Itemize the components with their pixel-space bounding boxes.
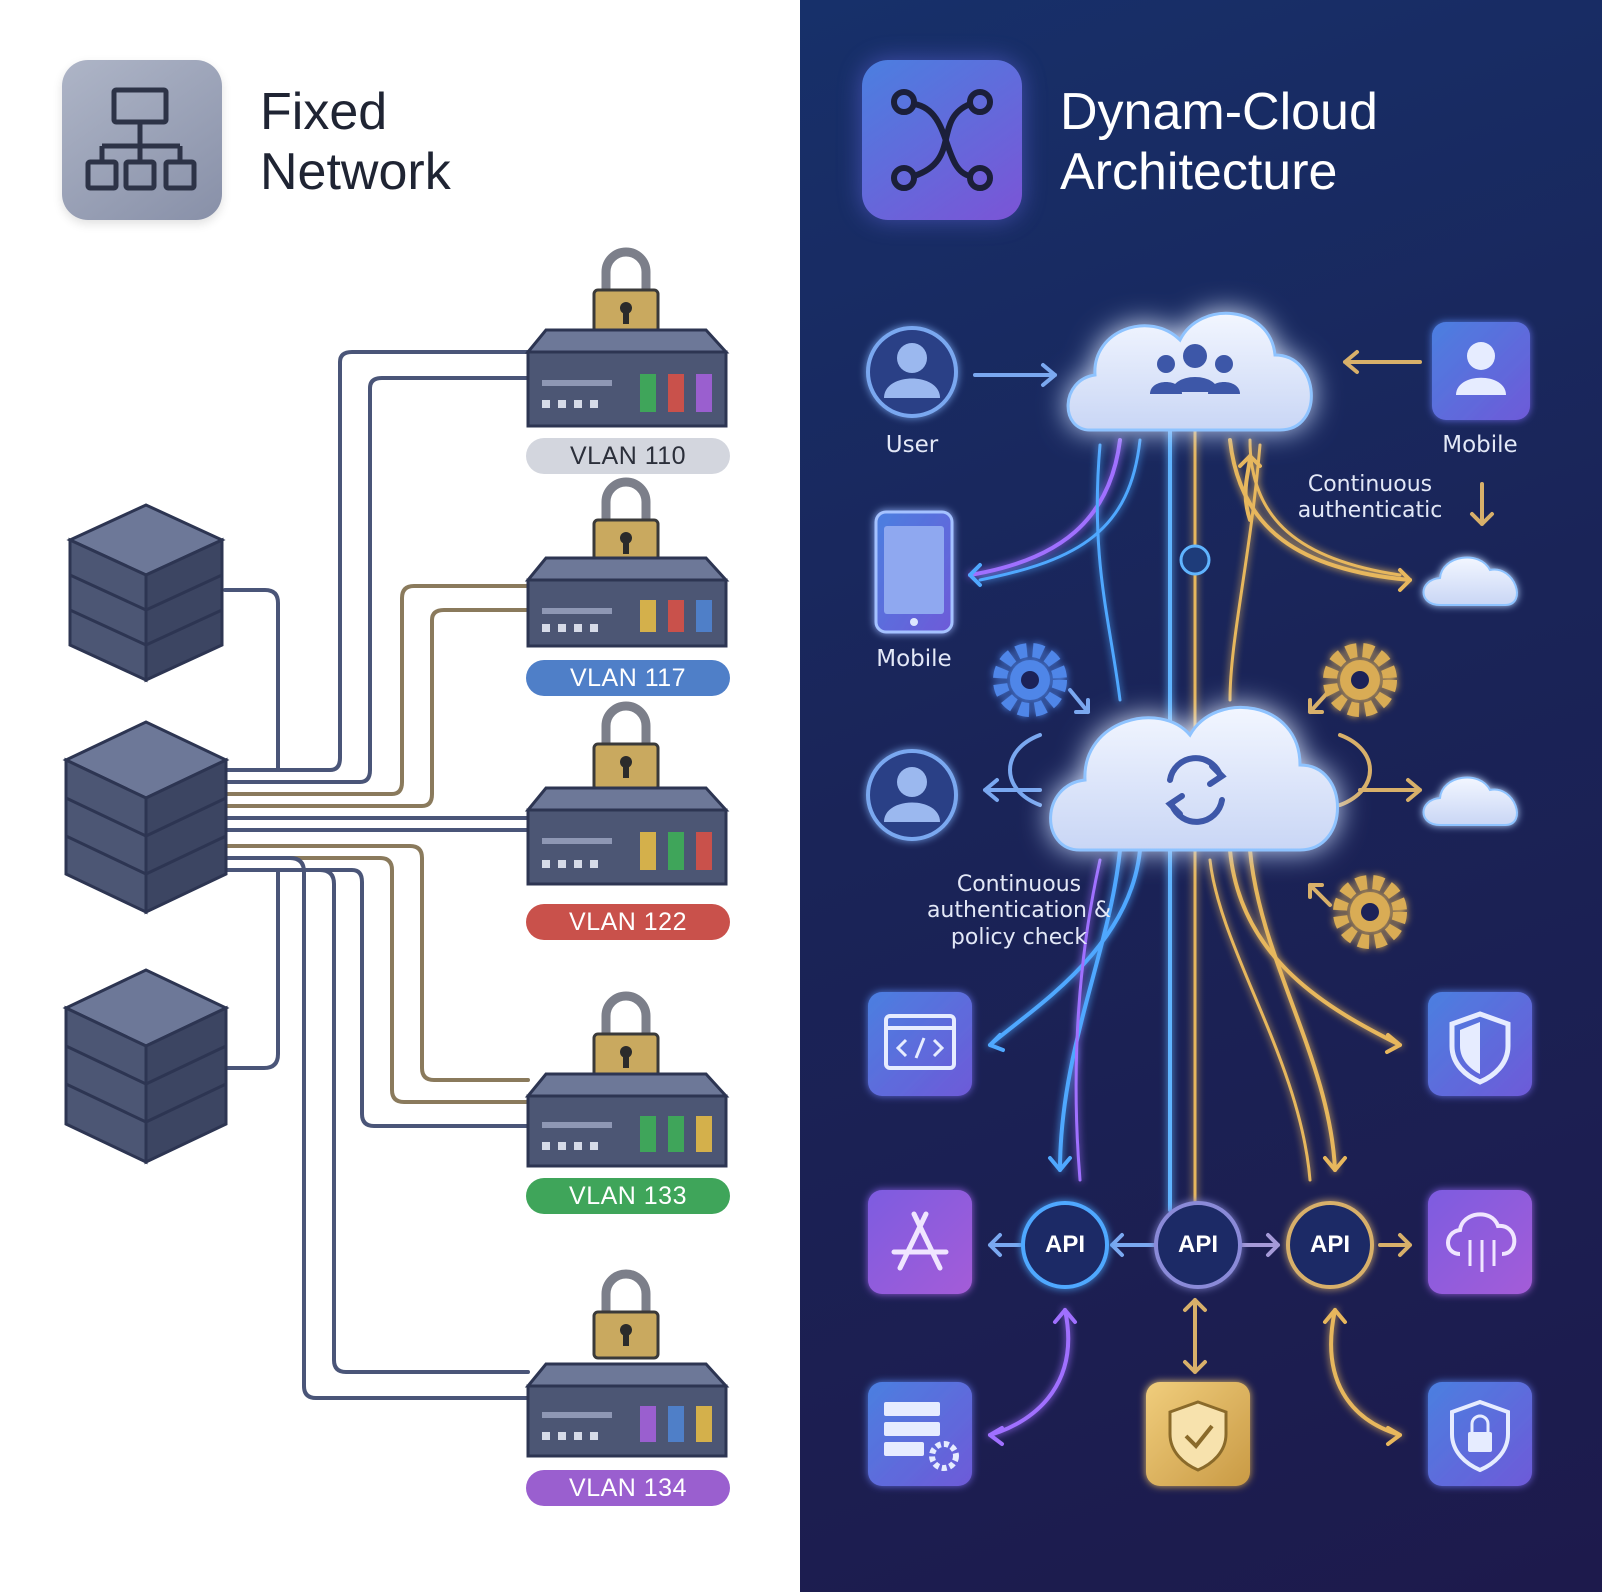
api-node-1: API — [1044, 1231, 1085, 1258]
users-group-icon — [1150, 344, 1240, 394]
fixed-title-line1: Fixed — [260, 83, 388, 141]
dynamic-title-line1: Dynam-Cloud — [1060, 83, 1378, 141]
shield-tile-icon — [1428, 992, 1532, 1096]
mobile-user-tile-icon — [1432, 322, 1530, 420]
api-node-2: API — [1177, 1231, 1218, 1258]
server-stack-3 — [62, 968, 230, 1165]
api-node-3-ring — [1286, 1201, 1374, 1289]
cable-vlan133-b — [223, 856, 530, 1104]
cable-vlan134-b — [223, 868, 530, 1374]
cable-vlan110-b — [223, 376, 530, 784]
code-window-icon — [868, 992, 972, 1096]
security-check-shield-icon — [1146, 1382, 1250, 1486]
server-stack-2 — [62, 720, 230, 915]
cloud-users — [1066, 311, 1313, 432]
switch-vlan133 — [524, 996, 730, 1168]
api-node-3: API — [1309, 1231, 1350, 1258]
cloud-network-icon — [1428, 1190, 1532, 1294]
cable-server3 — [223, 868, 280, 1070]
cable-vlan133-c — [223, 868, 530, 1128]
mobile-phone-icon — [874, 510, 954, 634]
network-hierarchy-icon — [62, 60, 222, 220]
vlan-122-badge: VLAN 122 — [526, 904, 730, 940]
gear-gold-bottom-icon — [1333, 875, 1407, 949]
cable-server1 — [223, 588, 280, 772]
dynamic-title-line2: Architecture — [1060, 143, 1338, 202]
gear-blue-icon — [993, 643, 1067, 717]
fixed-network-diagram — [62, 0, 730, 1458]
continuous-auth-top-label: Continuous authenticatic — [1297, 472, 1443, 524]
api-node-1-ring — [1021, 1201, 1109, 1289]
server-stack-1 — [66, 503, 226, 683]
continuous-auth-policy-label: Continuous authentication & policy check — [926, 872, 1112, 950]
gear-gold-top-icon — [1323, 643, 1397, 717]
app-store-icon — [868, 1190, 972, 1294]
small-cloud-1 — [1422, 556, 1518, 606]
sync-icon — [1165, 755, 1227, 825]
fixed-network-title: Fixed Network — [260, 82, 451, 203]
cable-vlan110-a — [223, 350, 530, 772]
cable-vlan117-b — [223, 608, 530, 808]
switch-vlan110 — [524, 252, 730, 428]
user-avatar-icon — [866, 326, 958, 418]
api-node-2-ring — [1154, 1201, 1242, 1289]
cloud-sync — [1049, 705, 1339, 852]
cable-vlan133-a — [223, 844, 530, 1082]
server-settings-icon — [868, 1382, 972, 1486]
switch-vlan117 — [524, 482, 730, 648]
small-cloud-2 — [1422, 776, 1518, 826]
mobile-top-label: Mobile — [1442, 432, 1518, 458]
dynamic-cloud-title: Dynam-Cloud Architecture — [1060, 82, 1378, 203]
fixed-title-line2: Network — [260, 143, 451, 202]
cable-vlan134-a — [223, 856, 530, 1400]
center-node-icon — [1179, 544, 1211, 576]
user-label: User — [885, 432, 939, 458]
vlan-133-badge: VLAN 133 — [526, 1178, 730, 1214]
lock-shield-icon — [1428, 1382, 1532, 1486]
switch-vlan134 — [524, 1274, 730, 1458]
user-avatar-2-icon — [866, 749, 958, 841]
dynamic-routing-icon — [862, 60, 1022, 220]
vlan-134-badge: VLAN 134 — [526, 1470, 730, 1506]
vlan-117-badge: VLAN 117 — [526, 660, 730, 696]
vlan-110-badge: VLAN 110 — [526, 438, 730, 474]
mobile-left-label: Mobile — [876, 646, 952, 672]
cable-vlan117-a — [223, 584, 530, 796]
switch-vlan122 — [524, 706, 730, 886]
